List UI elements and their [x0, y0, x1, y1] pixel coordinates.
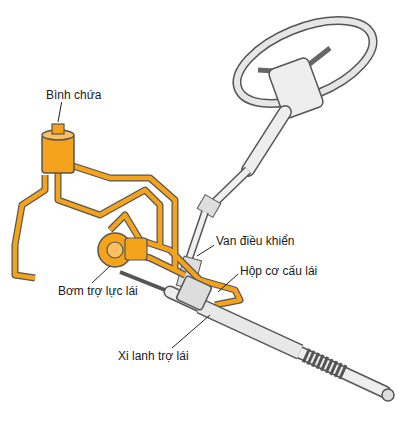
part-label: Xi lanh trợ lái: [116, 349, 191, 363]
part-label: Bình chứa: [44, 88, 103, 102]
steering-wheel: [226, 4, 385, 121]
part-label: Bơm trợ lực lái: [56, 284, 140, 298]
leader-lines: [58, 100, 238, 348]
power-steering-pump: [98, 233, 147, 267]
steering-rack: [120, 272, 394, 401]
reservoir: [42, 124, 74, 173]
part-label: Hộp cơ cấu lái: [238, 264, 319, 278]
part-label: Van điều khiển: [214, 234, 297, 248]
